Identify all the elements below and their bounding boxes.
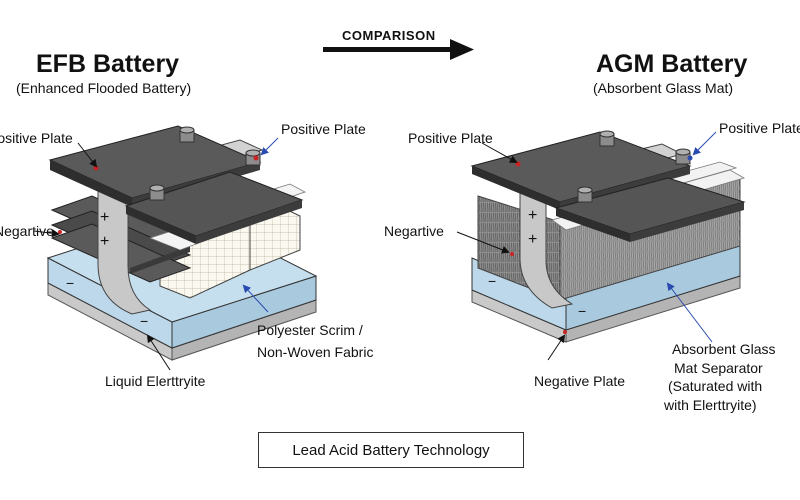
efb-label-separator-2: Non-Woven Fabric [257, 344, 373, 360]
efb-plus-2: + [100, 233, 109, 250]
efb-subtitle: (Enhanced Flooded Battery) [16, 80, 191, 96]
efb-label-electrolyte: Liquid Elerttryite [105, 373, 206, 389]
agm-plus-1: + [528, 207, 537, 224]
agm-minus-2: − [578, 303, 586, 319]
efb-label-negative: Negartive [0, 223, 54, 239]
agm-label-separator-3: (Saturated with [668, 378, 762, 394]
efb-plus-1: + [100, 209, 109, 226]
caption-box: Lead Acid Battery Technology [258, 432, 524, 468]
efb-minus-1: − [66, 275, 74, 291]
efb-label-positive-left: Positive Plate [0, 130, 73, 146]
agm-label-separator-4: with Elerttryite) [663, 397, 757, 413]
efb-minus-2: − [140, 313, 148, 329]
caption-text: Lead Acid Battery Technology [292, 441, 490, 459]
efb-label-positive-right: Positive Plate [281, 121, 366, 137]
efb-strap [91, 169, 152, 315]
agm-label-negative: Negartive [384, 223, 444, 239]
agm-label-negative-plate: Negative Plate [534, 373, 625, 389]
agm-label-separator-1: Absorbent Glass [672, 341, 776, 357]
agm-terminal-posts [577, 130, 691, 203]
agm-title: AGM Battery [596, 50, 748, 78]
agm-minus-1: − [488, 273, 496, 289]
efb-battery: + + − − Positive Plate Positive Plate Ne… [0, 121, 373, 389]
efb-label-separator-1: Polyester Scrim / [257, 322, 363, 338]
agm-strap [513, 171, 574, 309]
agm-label-separator-2: Mat Separator [674, 360, 763, 376]
comparison-label: COMPARISON [342, 28, 436, 43]
agm-battery: + + − − Positive Plate Positive Plate Ne… [384, 120, 800, 413]
agm-label-positive-left: Positive Plate [408, 130, 493, 146]
agm-label-positive-right: Positive Plate [719, 120, 800, 136]
agm-subtitle: (Absorbent Glass Mat) [593, 80, 733, 96]
efb-title: EFB Battery [36, 50, 179, 78]
agm-plus-2: + [528, 231, 537, 248]
comparison-arrow: COMPARISON [323, 28, 474, 60]
